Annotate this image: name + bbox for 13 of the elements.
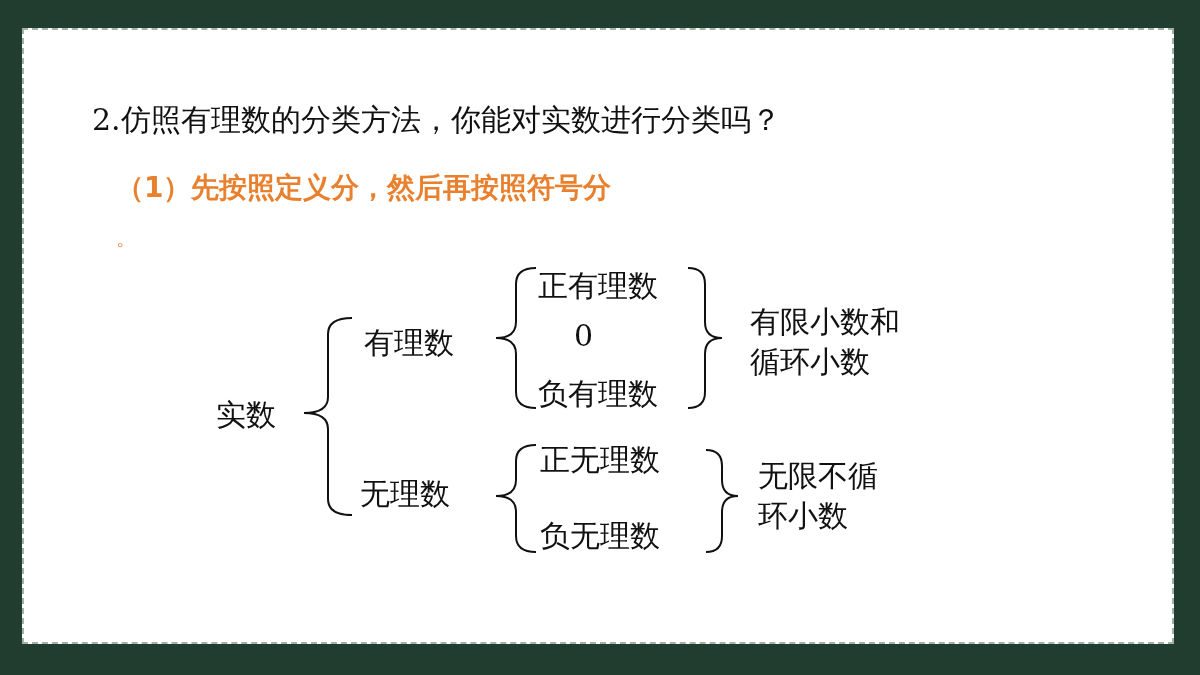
category-label: 实数 — [216, 396, 276, 434]
punctuation-mark: 。 — [116, 225, 136, 252]
category-label: 0 — [574, 317, 594, 355]
subheading: （1）先按照定义分，然后再按照符号分 — [116, 170, 612, 206]
description-label: 无限不循环小数 — [758, 457, 879, 535]
category-label: 无理数 — [360, 475, 450, 513]
category-label: 正无理数 — [540, 441, 660, 479]
category-label: 负无理数 — [540, 517, 660, 555]
question-heading: 2.仿照有理数的分类方法，你能对实数进行分类吗？ — [92, 101, 781, 139]
category-label: 负有理数 — [538, 375, 658, 413]
category-label: 正有理数 — [538, 267, 658, 305]
description-label: 有限小数和循环小数 — [750, 303, 901, 381]
category-label: 有理数 — [364, 324, 454, 362]
